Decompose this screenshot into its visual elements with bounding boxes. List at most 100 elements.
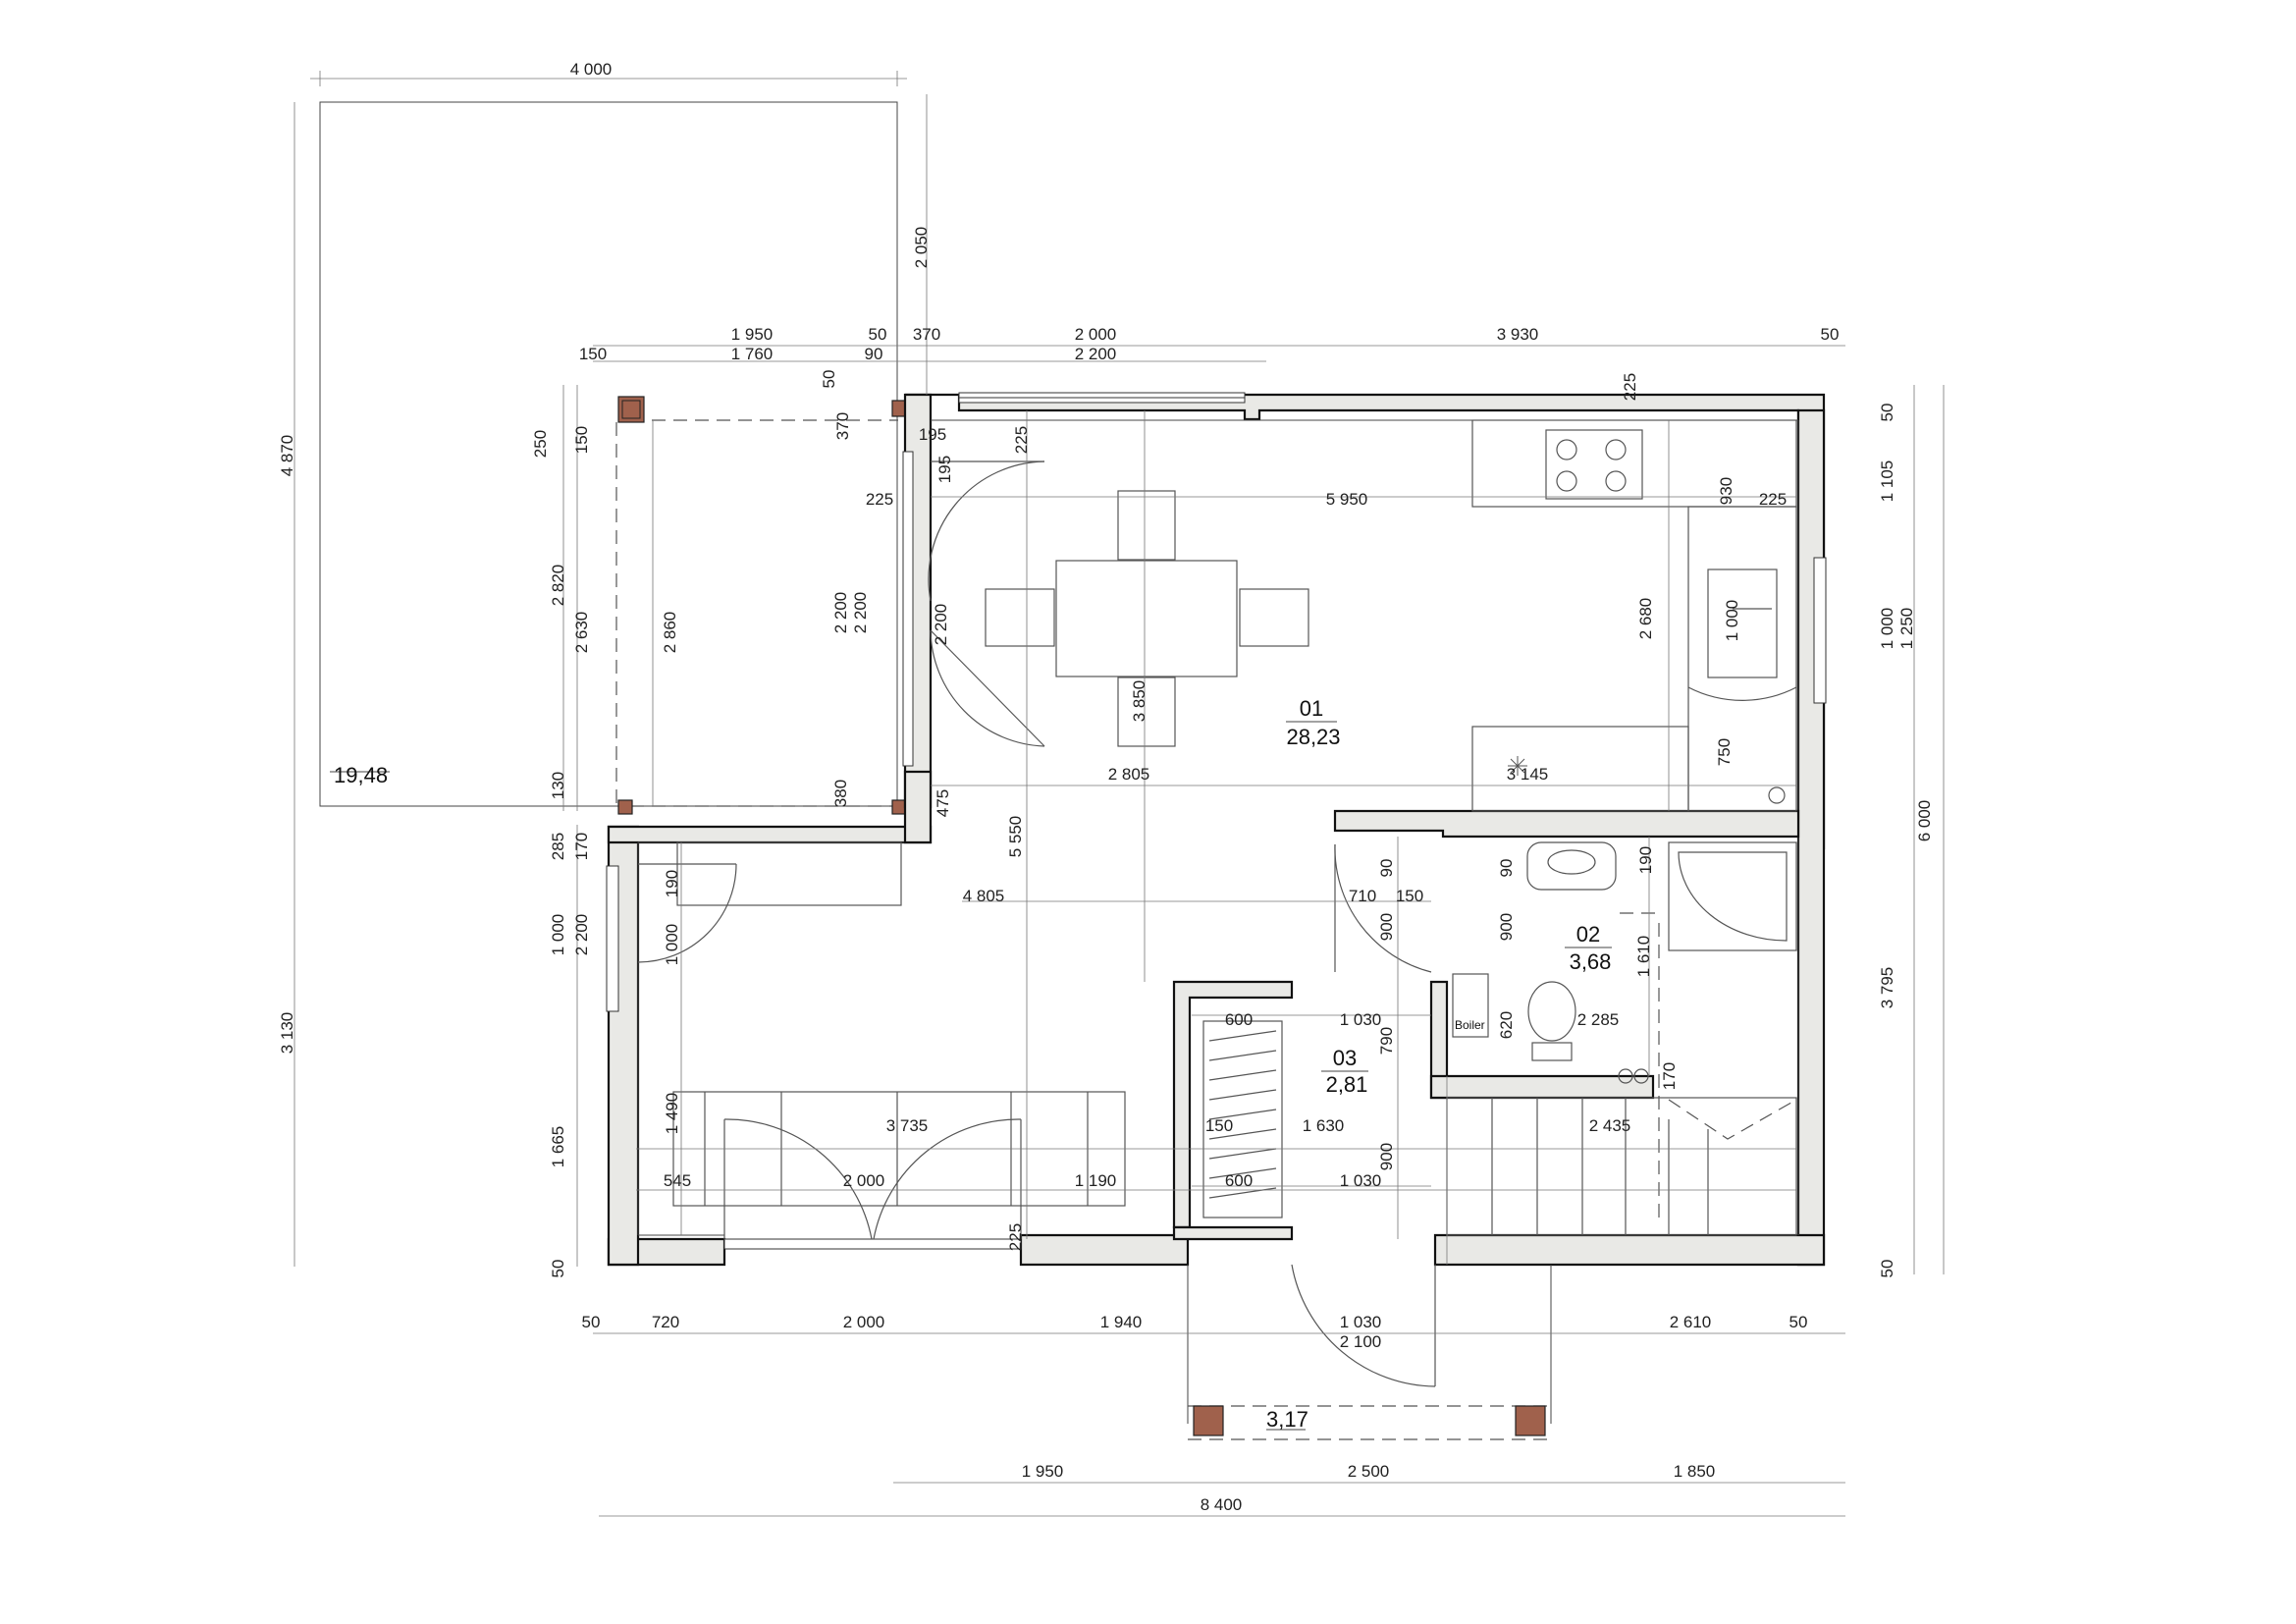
dim-2860: 2 860 [661,612,679,654]
dim-195-side: 195 [935,456,954,483]
dim-600-top: 600 [1225,1010,1253,1029]
room-01-number: 01 [1300,696,1323,721]
dim-370-pergola: 370 [833,412,852,440]
room-01-label: 01 28,23 [1286,696,1341,749]
dim-620: 620 [1497,1011,1516,1039]
dim-2610: 2 610 [1670,1313,1712,1331]
pergola-outline [615,419,898,807]
dim-1850: 1 850 [1674,1462,1716,1481]
dim-1250: 1 250 [1897,608,1916,650]
interior-walls [903,770,1800,1241]
dim-1000-left: 1 000 [549,914,567,956]
dim-1490: 1 490 [663,1093,681,1135]
dim-600-bottom: 600 [1225,1171,1253,1190]
dim-2435: 2 435 [1589,1116,1631,1135]
dim-285: 285 [549,833,567,860]
dim-3145: 3 145 [1507,765,1549,784]
dim-1030-bottom: 1 030 [1340,1171,1382,1190]
dim-2500: 2 500 [1348,1462,1390,1481]
dim-2820: 2 820 [549,565,567,607]
dim-900-a: 900 [1377,913,1396,941]
dim-150-door: 150 [1396,887,1423,905]
dim-720: 720 [652,1313,679,1331]
dim-2000-bottom: 2 000 [843,1313,885,1331]
dim-5550: 5 550 [1006,816,1025,858]
dim-50-bottom-right: 50 [1789,1313,1808,1331]
room-01-area: 28,23 [1286,725,1340,749]
kitchen-marker [1508,756,1527,776]
dim-1950-bottom: 1 950 [1022,1462,1064,1481]
room-02-area: 3,68 [1570,949,1612,974]
dim-2200-left: 2 200 [572,914,591,956]
dim-50-bottom-left: 50 [582,1313,601,1331]
dim-2200-top: 2 200 [1075,345,1117,363]
dim-2805: 2 805 [1108,765,1150,784]
dim-2000-top: 2 000 [1075,325,1117,344]
dim-750: 750 [1715,738,1734,766]
dim-2200-c: 2 200 [932,604,950,646]
dim-380: 380 [831,780,850,807]
windows [606,392,1827,1250]
pantry-wardrobe [1202,1020,1283,1218]
dim-370-top: 370 [913,325,940,344]
dim-190-bath: 190 [1636,846,1655,874]
dim-475: 475 [934,789,952,817]
room-03-label: 03 2,81 [1321,1046,1368,1097]
dim-1760: 1 760 [731,345,774,363]
dim-225-west: 225 [866,490,893,509]
boiler-label: Boiler [1455,1018,1485,1032]
dining-set [985,490,1309,747]
dim-3795: 3 795 [1878,967,1896,1009]
dim-2100: 2 100 [1340,1332,1382,1351]
porch-outline [1187,1265,1552,1440]
pergola-pillar-nw-inner [621,400,641,419]
room-03-area: 2,81 [1326,1072,1368,1097]
room-03-number: 03 [1333,1046,1357,1070]
dim-1000-east: 1 000 [1878,608,1896,650]
dim-1665: 1 665 [549,1126,567,1168]
dim-2630: 2 630 [572,612,591,654]
dim-1610: 1 610 [1634,936,1653,978]
doors [637,460,1436,1387]
dim-50-south-right: 50 [1878,1260,1896,1278]
living-shelf [676,841,902,906]
dim-2200-a: 2 200 [831,592,850,634]
dimension-lines [294,71,1945,1517]
dim-545: 545 [664,1171,691,1190]
room-02-number: 02 [1576,922,1600,947]
dim-90-top: 90 [865,345,883,363]
dim-150-top: 150 [579,345,607,363]
terrace-outline [319,101,898,807]
dim-2200-b: 2 200 [851,592,870,634]
dim-790: 790 [1377,1027,1396,1055]
staircase [1446,912,1797,1236]
porch-pillar-left [1193,1405,1224,1436]
room-02-label: 02 3,68 [1565,922,1612,974]
dim-195-top: 195 [919,425,946,444]
dim-50-east-top: 50 [1878,404,1896,422]
dim-1000-door: 1 000 [663,924,681,966]
dim-2050: 2 050 [912,227,931,269]
dim-710: 710 [1349,887,1376,905]
kitchen-counter-top [1471,419,1797,508]
dim-3850: 3 850 [1130,680,1148,723]
dim-3930: 3 930 [1497,325,1539,344]
pergola-pillar-sw [617,799,633,815]
dim-4805: 4 805 [963,887,1005,905]
dim-6000: 6 000 [1915,800,1934,842]
dim-900-c: 900 [1377,1143,1396,1170]
dim-170-bath: 170 [1660,1062,1679,1090]
dim-50-top: 50 [869,325,887,344]
dim-225-upper: 225 [1012,426,1031,454]
dim-250: 250 [531,430,550,458]
dimension-labels: 4 000 2 050 4 870 1 950 50 370 2 000 3 9… [278,60,1934,1514]
dim-1950-top: 1 950 [731,325,774,344]
porch-pillar-right [1515,1405,1546,1436]
dim-50-top-right: 50 [1821,325,1840,344]
dim-150-pantry: 150 [1205,1116,1233,1135]
dim-50-south-left: 50 [549,1260,567,1278]
dim-1105: 1 105 [1878,460,1896,503]
dim-1190: 1 190 [1075,1171,1117,1190]
dim-2680: 2 680 [1636,598,1655,640]
